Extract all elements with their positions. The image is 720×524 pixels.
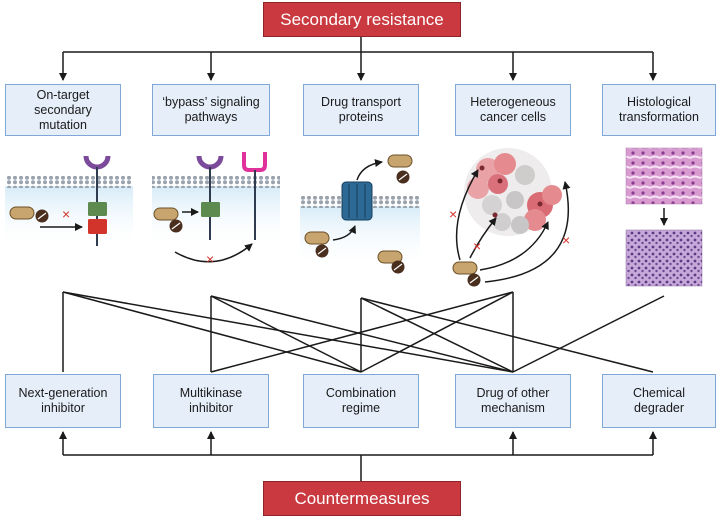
drug-capsule-icon bbox=[153, 207, 183, 233]
histology-image-icon bbox=[625, 229, 703, 287]
drug-capsule-icon bbox=[304, 231, 330, 258]
receptor-icon bbox=[83, 155, 111, 170]
mechanism-box-transport: Drug transport proteins bbox=[303, 84, 419, 136]
tumor-cell-cluster-icon bbox=[464, 148, 562, 236]
histological-transformation-illustration bbox=[625, 147, 703, 287]
countermeasure-box-chemical-degrader: Chemical degrader bbox=[602, 374, 716, 428]
bypass-receptor-icon bbox=[242, 152, 267, 172]
drug-capsule-icon bbox=[387, 154, 413, 184]
drug-capsule-icon bbox=[377, 250, 405, 274]
secondary-resistance-title: Secondary resistance bbox=[263, 2, 461, 37]
heterogeneous-cells-illustration: × × × bbox=[449, 148, 571, 287]
drug-transport-illustration bbox=[304, 154, 413, 274]
bottom-connectors bbox=[59, 431, 657, 481]
receptor-icon bbox=[196, 155, 224, 170]
countermeasures-title: Countermeasures bbox=[263, 481, 461, 516]
mapping-lines bbox=[62, 291, 665, 373]
blocked-cross-icon: × bbox=[206, 251, 214, 267]
on-target-mutation-illustration: × bbox=[9, 155, 111, 246]
drug-capsule-icon bbox=[9, 206, 49, 223]
mechanism-box-on-target: On-target secondary mutation bbox=[5, 84, 121, 136]
blocked-cross-icon: × bbox=[562, 232, 570, 248]
mechanism-box-histological: Histological transformation bbox=[602, 84, 716, 136]
blocked-cross-icon: × bbox=[449, 206, 457, 222]
countermeasure-box-combination: Combination regime bbox=[303, 374, 419, 428]
countermeasure-box-multikinase: Multikinase inhibitor bbox=[153, 374, 269, 428]
top-connectors bbox=[59, 37, 657, 81]
histology-image-icon bbox=[625, 147, 703, 205]
blocked-cross-icon: × bbox=[473, 238, 481, 254]
mechanism-box-heterogeneous: Heterogeneous cancer cells bbox=[455, 84, 571, 136]
countermeasure-box-next-generation: Next-generation inhibitor bbox=[5, 374, 121, 428]
countermeasure-box-other-mechanism: Drug of other mechanism bbox=[455, 374, 571, 428]
drug-capsule-icon bbox=[452, 261, 481, 287]
bypass-pathway-illustration: × bbox=[153, 152, 267, 267]
transporter-icon bbox=[341, 181, 373, 221]
mechanism-box-bypass: ‘bypass’ signaling pathways bbox=[152, 84, 270, 136]
blocked-cross-icon: × bbox=[62, 206, 70, 222]
